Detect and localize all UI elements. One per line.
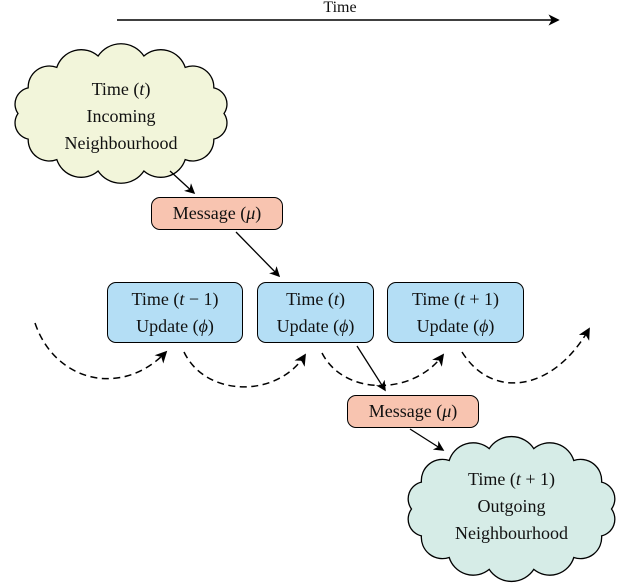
update-node-next-line2: Update (ϕ)	[416, 315, 495, 336]
edge-message-to-outgoing-cloud	[409, 428, 445, 451]
message-node-bottom: Message (μ)	[347, 395, 479, 428]
timeline-label: Time	[323, 0, 357, 16]
dashed-recurrence-arc-into-prev	[34, 322, 168, 380]
incoming-cloud-line1: Time (t)	[91, 79, 151, 99]
message-node-bottom-label: Message (μ)	[368, 401, 458, 421]
incoming-neighbourhood-cloud-shape	[14, 43, 228, 184]
dashed-recurrence-arc-current-to-next	[321, 352, 445, 387]
message-node-top: Message (μ)	[151, 197, 283, 230]
message-node-top-label: Message (μ)	[172, 203, 262, 223]
edge-update-current-to-message	[356, 345, 386, 392]
outgoing-cloud-line2: Outgoing	[477, 496, 546, 516]
update-node-next: Time (t + 1) Update (ϕ)	[387, 282, 524, 343]
incoming-cloud-line2: Incoming	[86, 106, 156, 126]
update-node-current-line2: Update (ϕ)	[276, 315, 355, 336]
edge-message-to-update-current	[235, 231, 281, 278]
incoming-cloud-line3: Neighbourhood	[64, 133, 178, 153]
update-node-current: Time (t) Update (ϕ)	[257, 282, 374, 343]
dashed-recurrence-arc-out-of-next	[461, 327, 590, 384]
outgoing-neighbourhood-cloud-shape	[407, 436, 616, 582]
update-node-prev: Time (t − 1) Update (ϕ)	[107, 282, 243, 343]
update-node-prev-line1: Time (t − 1)	[131, 288, 219, 309]
outgoing-cloud-text: Time (t + 1) Outgoing Neighbourhood	[400, 466, 623, 547]
update-node-current-line1: Time (t)	[286, 288, 345, 309]
update-node-prev-line2: Update (ϕ)	[136, 315, 214, 336]
outgoing-cloud-line1: Time (t + 1)	[467, 469, 556, 489]
update-node-next-line1: Time (t + 1)	[411, 288, 500, 309]
dashed-recurrence-arc-prev-to-current	[183, 351, 306, 388]
incoming-cloud-text: Time (t) Incoming Neighbourhood	[10, 76, 232, 157]
outgoing-cloud-line3: Neighbourhood	[455, 523, 568, 543]
edge-incoming-cloud-to-message	[169, 170, 196, 195]
